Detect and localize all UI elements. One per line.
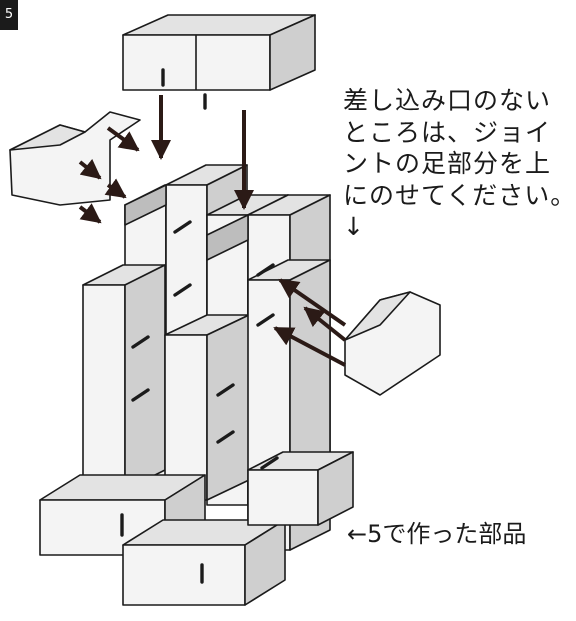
instruction-note: 差し込み口のない ところは、ジョイ ントの足部分を上 にのせてください。 ↓	[343, 85, 576, 243]
joint-arrow-1	[106, 126, 140, 152]
column-slot-5	[131, 335, 150, 349]
column-slot-2	[173, 283, 192, 297]
column-top-shadow-2	[206, 214, 249, 261]
right-joint-top	[344, 291, 411, 341]
column-slot-9	[260, 456, 279, 470]
top-beam-piece	[122, 14, 316, 91]
column-slot-4	[256, 313, 275, 327]
instruction-line-4: にのせてください。	[343, 180, 576, 210]
step-number-badge: 5	[0, 0, 18, 30]
joint-arrow-2	[78, 158, 102, 180]
column-slot-7	[216, 383, 235, 397]
front-column-middle	[164, 314, 250, 501]
bottom-foot-right	[247, 451, 354, 526]
step-number: 5	[4, 7, 14, 22]
instruction-down-arrow: ↓	[343, 212, 365, 241]
column-slot-6	[131, 388, 150, 402]
instruction-line-2: ところは、ジョイ	[343, 117, 552, 147]
joint-arrow-7	[273, 326, 346, 367]
left-joint-top	[9, 124, 86, 151]
joint-arrow-4	[78, 203, 102, 224]
instruction-line-3: ントの足部分を上	[343, 149, 552, 178]
column-slot-8	[216, 430, 235, 444]
front-column-left	[82, 264, 166, 491]
part-label: ←5で作った部品	[347, 520, 527, 548]
joint-arrow-5	[278, 278, 347, 327]
column-slot-1	[173, 220, 192, 234]
column-slot-3	[256, 263, 275, 277]
instruction-line-1: 差し込み口のない	[343, 86, 552, 115]
joint-arrow-3	[104, 178, 127, 199]
joint-arrow-6	[303, 306, 347, 342]
left-joint-piece	[9, 111, 141, 206]
bottom-foot-front	[122, 519, 286, 606]
column-top-shadow	[124, 184, 167, 226]
